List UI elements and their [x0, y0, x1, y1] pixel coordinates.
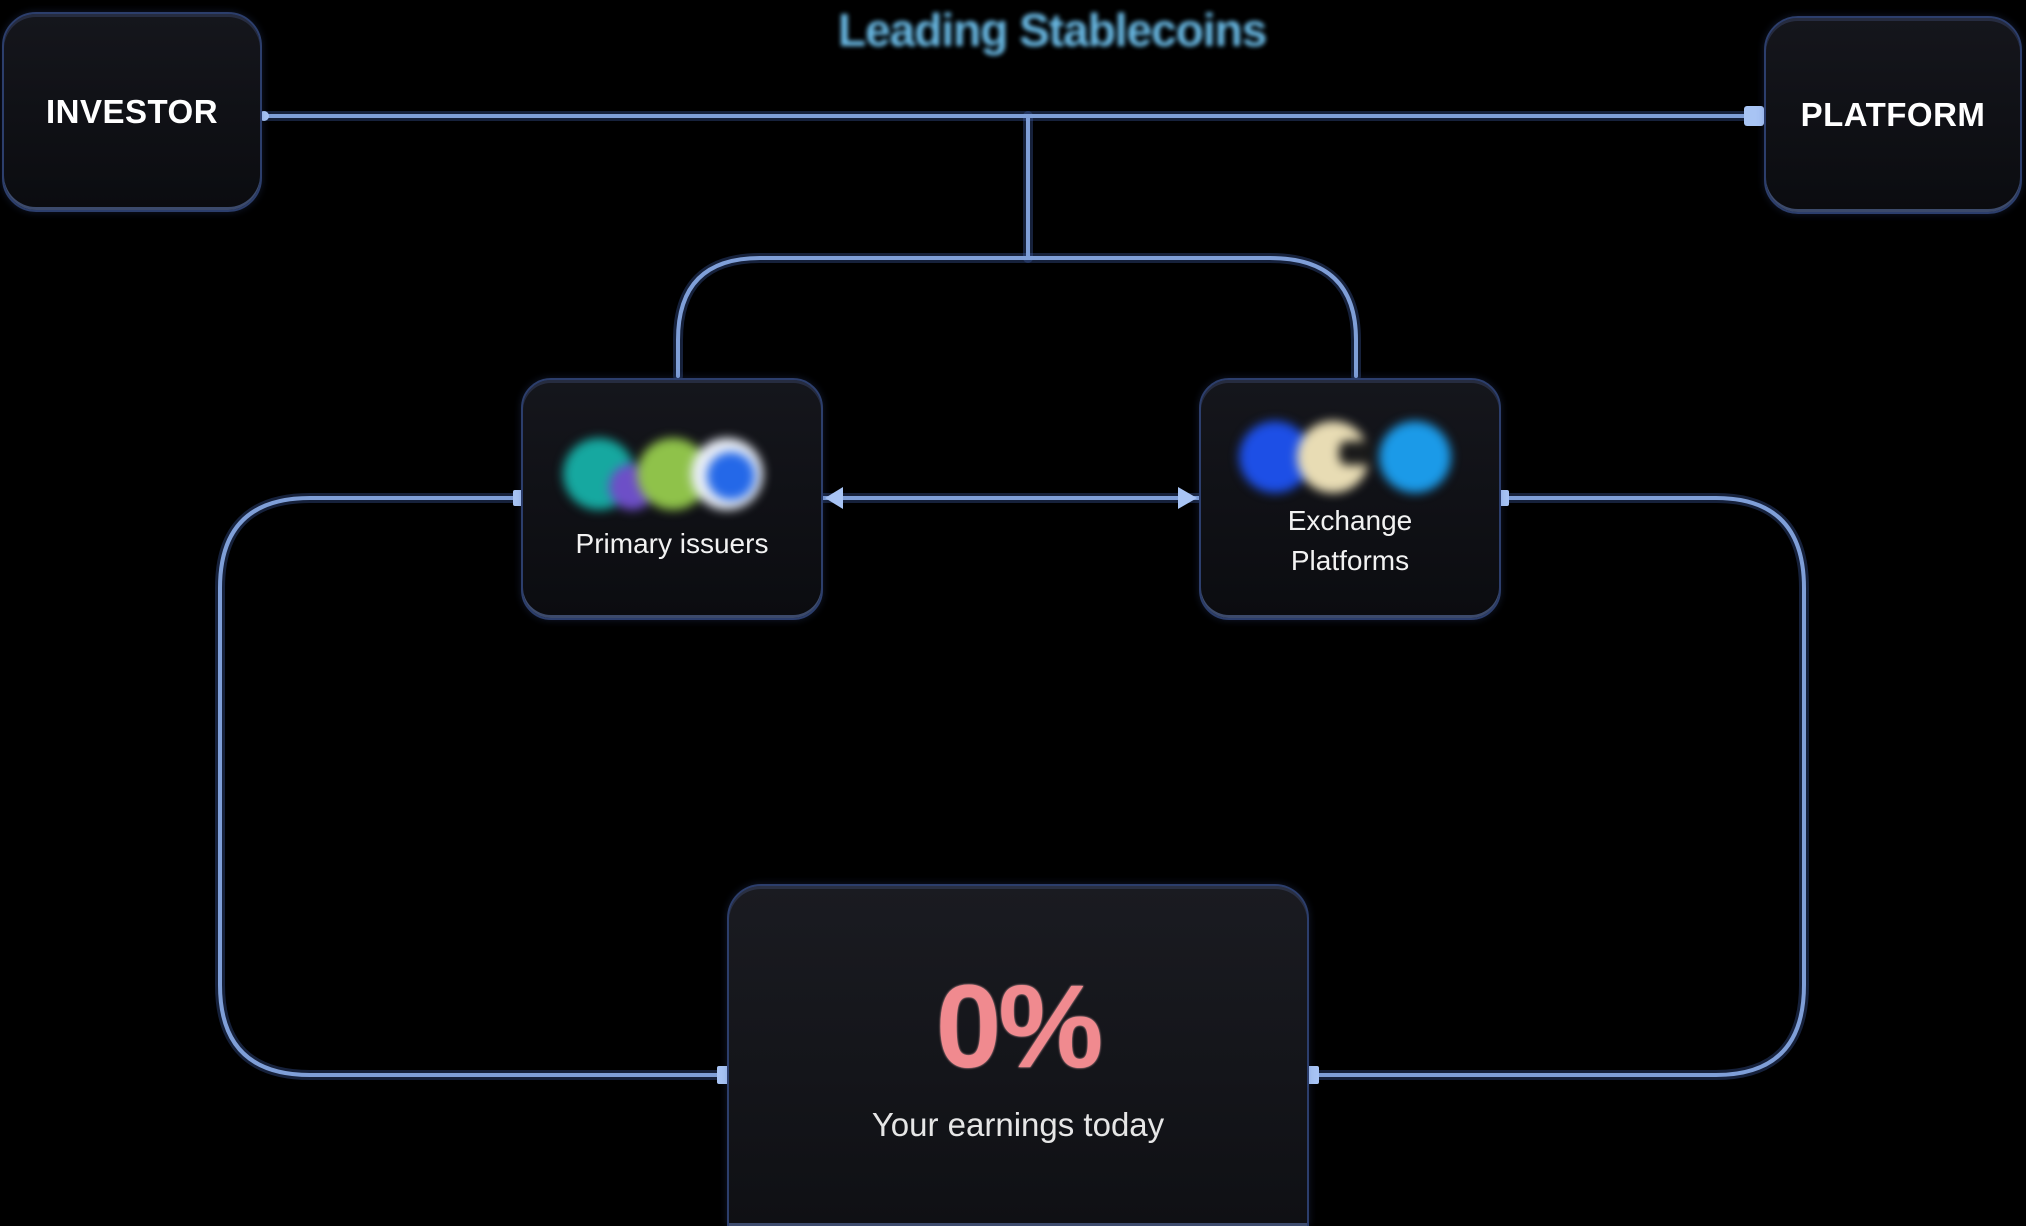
earnings-left-port [717, 1066, 729, 1084]
arrow-right-to-exchange [1178, 487, 1197, 509]
exchange-to-earnings-loop [1307, 496, 1806, 1077]
earnings-right-port [1307, 1066, 1319, 1084]
exchange-label-line-1: Exchange [1287, 505, 1413, 536]
exchange-logos [1235, 417, 1465, 497]
earnings-label: Your earnings today [871, 1106, 1165, 1143]
exchange-logo-3-icon [1339, 441, 1373, 465]
platform-label: PLATFORM [1800, 96, 1986, 133]
heading-stablecoins: Leading Stablecoins [838, 4, 1267, 56]
investor-node[interactable]: INVESTOR [2, 12, 262, 212]
exchange-platforms-node[interactable]: Exchange Platforms [1199, 378, 1501, 620]
exchange-logo-4-icon [1379, 421, 1451, 493]
earnings-value: 0% [935, 961, 1104, 1093]
exchange-right-port [1499, 490, 1509, 506]
issuer-logo-5-icon [707, 452, 755, 500]
primary-issuers-label: Primary issuers [575, 528, 769, 559]
exchange-label-line-2: Platforms [1290, 545, 1410, 576]
branch-to-issuers-and-exchanges [676, 256, 1358, 378]
earnings-card: 0% Your earnings today [727, 884, 1309, 1226]
investor-label: INVESTOR [45, 93, 219, 130]
issuer-logos [557, 434, 787, 514]
platform-node[interactable]: PLATFORM [1764, 16, 2022, 214]
exchange-platforms-label: Exchange Platforms [1288, 501, 1413, 581]
primary-issuers-node[interactable]: Primary issuers [521, 378, 823, 620]
arrow-left-to-issuers [825, 487, 843, 509]
issuers-left-port [513, 490, 523, 506]
platform-line-end [1744, 106, 1764, 126]
issuers-to-earnings-loop [218, 496, 729, 1077]
